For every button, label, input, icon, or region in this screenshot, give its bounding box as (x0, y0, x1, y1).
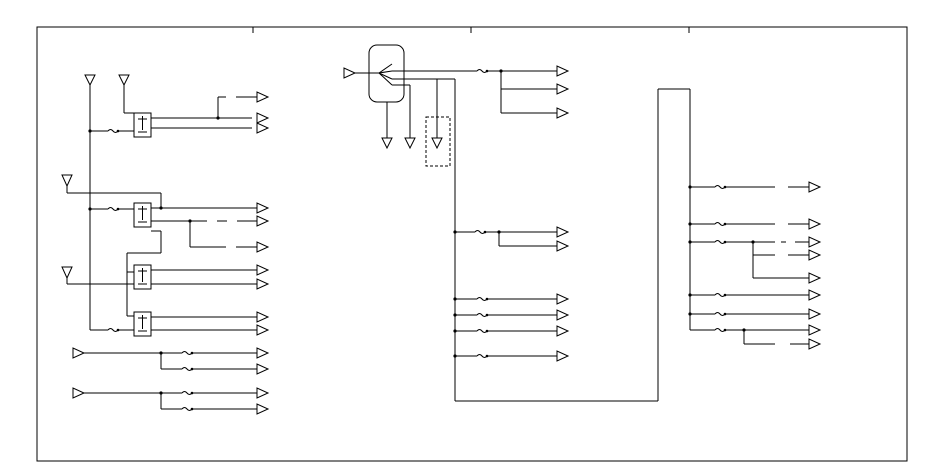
filter-icon (181, 351, 193, 355)
output-arrow-icon (556, 325, 570, 337)
splitter-glyph-icon (138, 116, 147, 133)
filter-node (723, 240, 727, 244)
filter-icon (476, 354, 488, 358)
output-arrow-icon (256, 387, 270, 399)
output-arrow-icon (556, 240, 570, 252)
filter-icon (714, 185, 726, 189)
output-arrow-icon (808, 181, 822, 193)
output-arrow-icon (256, 324, 270, 336)
filter-icon (181, 367, 193, 371)
filter-icon (476, 329, 488, 333)
filter-icon (714, 328, 726, 332)
output-arrow-icon (556, 107, 570, 119)
filter-node (723, 185, 727, 189)
filter-icon (181, 407, 193, 411)
output-arrow-icon (556, 65, 570, 77)
filter-node (485, 69, 489, 73)
output-arrow-icon (256, 215, 270, 227)
output-arrow-icon (256, 122, 270, 134)
output-arrow-icon (256, 112, 270, 124)
filter-icon (714, 312, 726, 316)
output-arrow-icon (556, 293, 570, 305)
antenna-icon (118, 74, 130, 87)
filter-icon (476, 69, 488, 73)
output-arrow-icon (808, 338, 822, 350)
filter-node (116, 207, 120, 211)
splitter-glyph-icon (138, 206, 147, 223)
output-arrow-icon (404, 137, 416, 150)
right-network (688, 181, 822, 350)
output-arrow-icon (256, 278, 270, 290)
filter-icon (714, 293, 726, 297)
filter-node (116, 328, 120, 332)
filter-icon (181, 391, 193, 395)
filter-icon (714, 240, 726, 244)
filter-icon (476, 297, 488, 301)
filter-node (485, 313, 489, 317)
left-network (61, 74, 270, 415)
output-arrow-icon (256, 264, 270, 276)
filter-symbols (107, 68, 727, 412)
output-arrow-icon (808, 308, 822, 320)
filter-icon (107, 328, 119, 332)
filter-node (190, 351, 194, 355)
input-arrow-icon (72, 387, 86, 399)
antenna-icon (61, 266, 73, 280)
output-arrow-icon (556, 83, 570, 95)
output-arrow-icon (256, 202, 270, 214)
dashed-box (425, 116, 451, 167)
output-arrow-icon (256, 363, 270, 375)
filter-node (723, 293, 727, 297)
filter-node (485, 354, 489, 358)
output-arrow-icon (256, 241, 270, 253)
output-arrow-icon (256, 91, 270, 103)
filter-icon (474, 230, 486, 234)
splitter-glyphs (138, 116, 147, 332)
filter-icon (107, 207, 119, 211)
output-arrow-icon (808, 324, 822, 336)
filter-node (483, 230, 487, 234)
splitter-glyph-icon (138, 315, 147, 332)
filter-node (485, 329, 489, 333)
filter-node (723, 312, 727, 316)
output-arrow-icon (808, 289, 822, 301)
output-arrow-icon (256, 311, 270, 323)
output-arrow-icon (556, 350, 570, 362)
filter-node (723, 222, 727, 226)
output-arrow-icon (808, 249, 822, 261)
antenna-icon (61, 174, 73, 188)
output-arrow-icon (556, 309, 570, 321)
diagram-frame (36, 26, 908, 462)
filter-node (485, 297, 489, 301)
filter-node (190, 407, 194, 411)
filter-icon (476, 313, 488, 317)
filter-node (190, 391, 194, 395)
antenna-icon (84, 74, 96, 87)
output-arrow-icon (808, 218, 822, 230)
filter-node (116, 129, 120, 133)
filter-node (190, 367, 194, 371)
input-arrow-icon (343, 67, 357, 79)
output-arrow-icon (556, 226, 570, 238)
output-arrow-icon (808, 272, 822, 284)
output-arrow-icon (256, 347, 270, 359)
output-arrow-icon (431, 137, 443, 150)
input-arrow-icon (72, 347, 86, 359)
filter-icon (714, 222, 726, 226)
splitter-glyph-icon (138, 268, 147, 285)
output-arrow-icon (808, 236, 822, 248)
middle-network (343, 44, 691, 402)
output-arrow-icon (256, 403, 270, 415)
filter-icon (107, 129, 119, 133)
output-arrow-icon (381, 137, 393, 150)
filter-node (723, 328, 727, 332)
